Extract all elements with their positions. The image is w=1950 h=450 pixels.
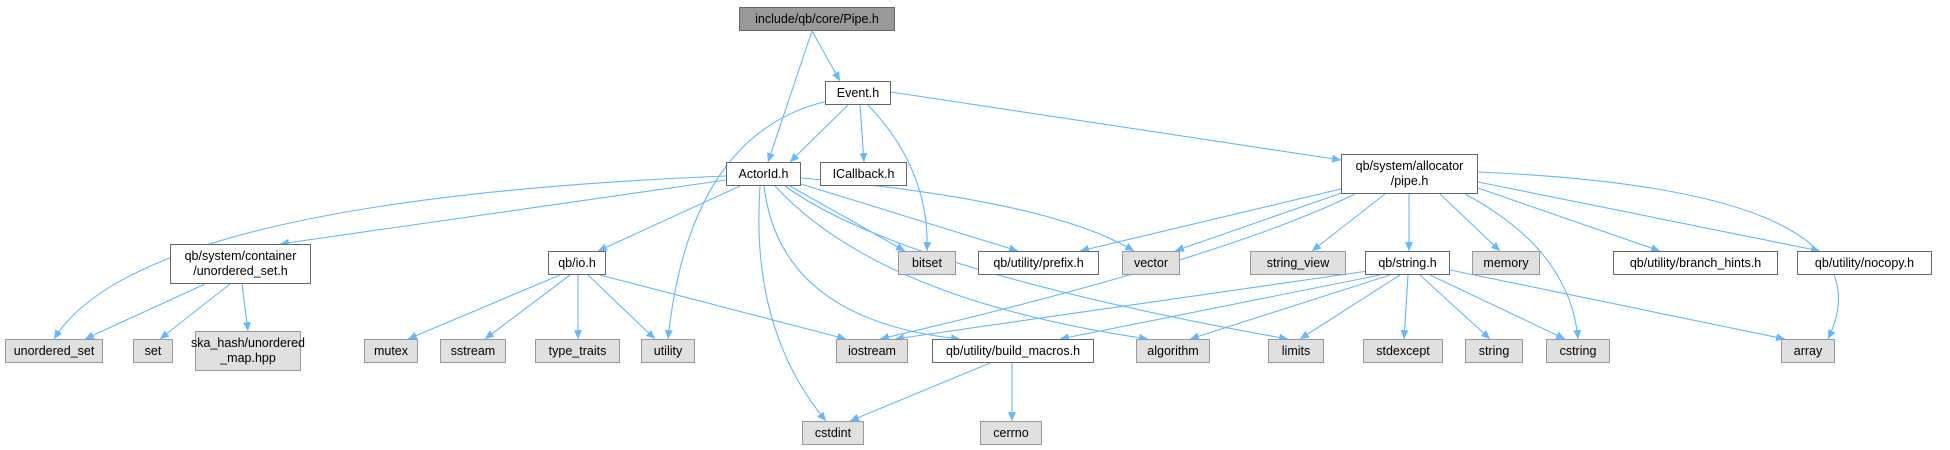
node-type-traits[interactable]: type_traits	[535, 339, 620, 363]
edge-event-to-bitset	[867, 104, 932, 252]
node-unordered-set-h[interactable]: qb/system/container /unordered_set.h	[170, 244, 311, 284]
node-branch-hints-h[interactable]: qb/utility/branch_hints.h	[1613, 251, 1778, 275]
node-io-h[interactable]: qb/io.h	[548, 251, 606, 275]
edge-actorid-to-vector	[800, 177, 1135, 252]
edge-actorid-to-algorithm	[774, 185, 1149, 342]
node-nocopy-h[interactable]: qb/utility/nocopy.h	[1797, 251, 1932, 275]
edge-string-h-to-limits	[1299, 274, 1401, 340]
edge-io-to-utility	[587, 274, 656, 340]
edge-allocator-to-prefix	[1079, 187, 1346, 253]
node-memory[interactable]: memory	[1472, 251, 1540, 275]
edge-allocator-to-array	[1477, 171, 1839, 340]
edge-build-macros-to-cstdint	[849, 362, 991, 422]
node-cstdint[interactable]: cstdint	[802, 421, 864, 445]
node-ska-hash[interactable]: ska_hash/unordered _map.hpp	[191, 331, 305, 371]
edge-string-h-to-iostream	[894, 269, 1376, 342]
edge-allocator-to-nocopy	[1477, 181, 1821, 254]
node-unordered-set[interactable]: unordered_set	[5, 339, 103, 363]
node-icallback-h[interactable]: ICallback.h	[820, 162, 907, 186]
node-cerrno[interactable]: cerrno	[980, 421, 1042, 445]
node-string-h[interactable]: qb/string.h	[1365, 251, 1450, 275]
node-utility[interactable]: utility	[641, 339, 695, 363]
node-cstring[interactable]: cstring	[1546, 339, 1610, 363]
node-string-view[interactable]: string_view	[1250, 251, 1346, 275]
node-iostream[interactable]: iostream	[836, 339, 908, 363]
edge-actorid-to-unordered-set-h	[279, 179, 727, 247]
edge-actorid-to-cstdint	[758, 185, 827, 422]
edge-actorid-to-io	[597, 185, 741, 252]
edge-event-to-actorid	[789, 104, 849, 163]
edge-actorid-to-unordered-set	[53, 175, 727, 340]
node-vector[interactable]: vector	[1122, 251, 1180, 275]
edge-string-h-to-string	[1419, 274, 1491, 340]
edge-io-to-iostream	[599, 274, 847, 341]
edge-actorid-to-limits	[784, 185, 1289, 342]
node-build-macros-h[interactable]: qb/utility/build_macros.h	[932, 339, 1094, 363]
node-algorithm[interactable]: algorithm	[1136, 339, 1210, 363]
node-limits[interactable]: limits	[1268, 339, 1324, 363]
edge-pipe-to-event	[811, 30, 841, 82]
edge-unordered-set-h-to-unordered-set	[84, 283, 206, 340]
node-prefix-h[interactable]: qb/utility/prefix.h	[978, 251, 1099, 275]
edge-allocator-to-branch-hints	[1477, 187, 1661, 252]
node-set[interactable]: set	[133, 339, 173, 363]
edge-unordered-set-h-to-set	[159, 283, 231, 340]
edge-io-to-sstream	[484, 274, 571, 340]
node-pipe-h[interactable]: include/qb/core/Pipe.h	[739, 7, 895, 31]
node-array[interactable]: array	[1781, 339, 1835, 363]
edge-actorid-to-prefix	[800, 183, 1019, 253]
edge-allocator-to-vector	[1174, 189, 1351, 252]
edge-io-to-mutex	[407, 274, 561, 340]
edge-string-h-to-stdexcept	[1400, 274, 1409, 340]
node-mutex[interactable]: mutex	[364, 339, 418, 363]
node-stdexcept[interactable]: stdexcept	[1363, 339, 1443, 363]
edge-unordered-set-h-to-ska-hash	[241, 283, 251, 332]
edge-string-h-to-cstring	[1429, 274, 1566, 340]
edge-actorid-to-build-macros	[763, 185, 961, 342]
node-allocator-pipe-h[interactable]: qb/system/allocator /pipe.h	[1341, 154, 1478, 194]
edge-string-h-to-algorithm	[1189, 274, 1391, 341]
edge-string-h-to-array	[1449, 269, 1786, 342]
edge-allocator-to-string-view	[1311, 193, 1386, 252]
node-sstream[interactable]: sstream	[440, 339, 506, 363]
edge-actorid-to-bitset	[789, 185, 906, 252]
edge-allocator-to-memory	[1439, 193, 1501, 252]
edge-pipe-to-actorid	[767, 30, 813, 163]
node-event-h[interactable]: Event.h	[825, 81, 891, 105]
node-actorid-h[interactable]: ActorId.h	[726, 162, 801, 186]
edge-event-to-icallback	[859, 104, 868, 163]
edge-event-to-utility	[664, 99, 833, 340]
node-string[interactable]: string	[1465, 339, 1523, 363]
edge-string-h-to-build-macros	[1059, 274, 1381, 342]
edge-allocator-to-cstring	[1464, 193, 1582, 340]
node-bitset[interactable]: bitset	[898, 251, 956, 275]
edge-event-to-allocator	[890, 91, 1342, 163]
